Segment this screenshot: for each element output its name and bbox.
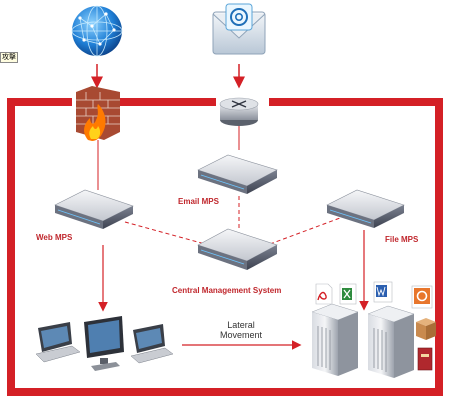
downstream-arrows (98, 230, 369, 350)
web-mps-label: Web MPS (36, 233, 73, 242)
powerpoint-file-icon (411, 285, 433, 309)
excel-file-icon (339, 283, 357, 305)
file-mps-appliance (326, 189, 405, 228)
book-file-icon (417, 347, 433, 371)
archive-box-icon (416, 318, 436, 340)
email-mps-label: Email MPS (178, 197, 219, 206)
lateral-label-line2: Movement (219, 330, 263, 340)
incoming-arrows (91, 64, 245, 89)
server-icon (367, 305, 415, 378)
desktop-monitor-icon (84, 316, 124, 371)
file-mps-label: File MPS (385, 235, 419, 244)
email-mps-appliance (197, 154, 278, 194)
firewall-icon (76, 86, 120, 141)
cms-appliance (197, 228, 278, 270)
management-links (124, 196, 341, 245)
laptop-icon (130, 324, 174, 364)
lateral-movement-label: Lateral Movement (206, 320, 276, 340)
pdf-file-icon (315, 283, 333, 305)
perimeter-links (97, 126, 240, 190)
network-boundary (7, 98, 443, 396)
router-icon (219, 97, 259, 126)
lateral-label-line1: Lateral (227, 320, 255, 330)
cms-label: Central Management System (172, 286, 282, 295)
globe-icon (71, 5, 123, 57)
server-icon (311, 303, 359, 376)
corner-tag-label: 攻撃 (0, 52, 18, 63)
email-envelope-icon (212, 3, 266, 55)
web-mps-appliance (54, 189, 134, 229)
laptop-icon (35, 322, 81, 363)
word-file-icon (373, 281, 393, 303)
